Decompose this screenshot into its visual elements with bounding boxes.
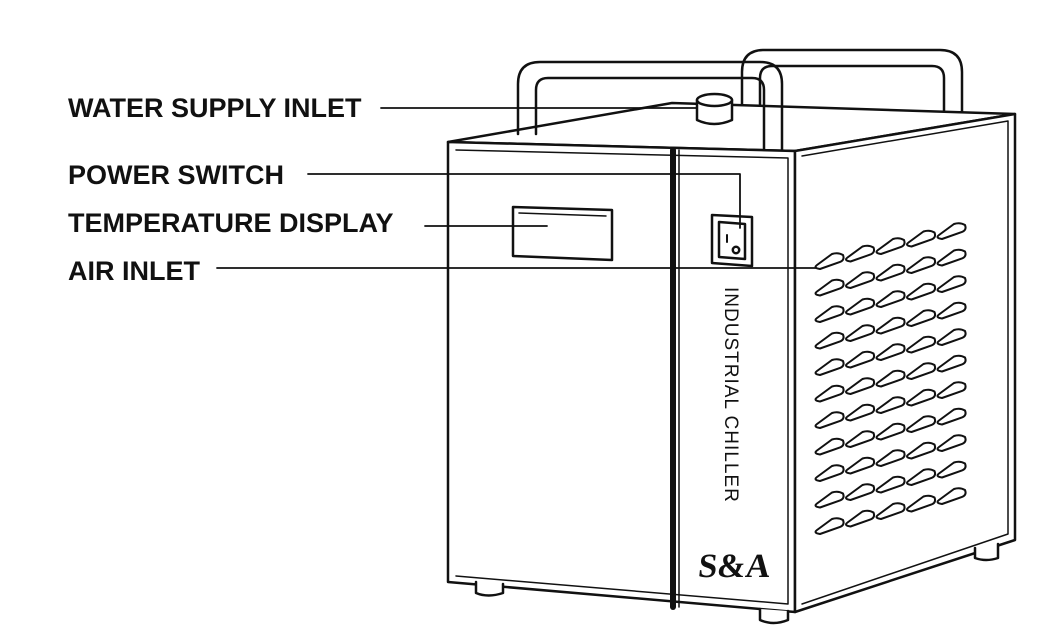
- side-panel-inner: [801, 120, 1009, 605]
- vent-slot: [936, 328, 967, 347]
- vent-slot: [936, 275, 967, 294]
- foot-back-right: [973, 542, 1000, 562]
- vent-slot: [875, 263, 906, 282]
- vent-slot: [875, 396, 906, 415]
- vent-slot: [906, 335, 937, 354]
- vent-slot: [845, 509, 876, 528]
- vent-slot: [875, 343, 906, 362]
- vent-slot: [875, 290, 906, 309]
- foot-front-right: [758, 607, 790, 625]
- vent-slot: [814, 252, 845, 271]
- vent-slot: [875, 369, 906, 388]
- rear-handle-inner: [758, 64, 946, 114]
- vent-slot: [936, 487, 967, 506]
- vent-slot: [875, 316, 906, 335]
- vent-slot: [814, 411, 845, 430]
- side-label-text: INDUSTRIAL CHILLER: [720, 287, 741, 503]
- vent-slot: [875, 422, 906, 441]
- vent-slot: [845, 430, 876, 449]
- vent-slot: [814, 437, 845, 456]
- power-switch: [710, 213, 754, 268]
- vent-slot: [845, 271, 876, 290]
- power-switch-label: POWER SWITCH: [68, 160, 284, 190]
- vent-slot: [814, 278, 845, 297]
- vent-slot: [814, 305, 845, 324]
- vent-slot: [906, 388, 937, 407]
- front-handle: [516, 60, 784, 152]
- vent-slot: [906, 256, 937, 275]
- temperature-display-label: TEMPERATURE DISPLAY: [68, 208, 394, 238]
- vent-slot: [845, 403, 876, 422]
- vent-slot: [875, 237, 906, 256]
- water-supply-inlet-label: WATER SUPPLY INLET: [68, 93, 362, 123]
- rear-handle: [740, 48, 964, 114]
- leader-power: [307, 173, 741, 229]
- vent-slot: [814, 331, 845, 350]
- vent-slot: [845, 483, 876, 502]
- vent-slot: [936, 407, 967, 426]
- vent-slot: [814, 517, 845, 536]
- air-inlet-vents: [814, 222, 967, 536]
- water-inlet-cap: [695, 92, 734, 126]
- vent-slot: [845, 297, 876, 316]
- vent-slot: [906, 282, 937, 301]
- vent-slot: [814, 490, 845, 509]
- vent-slot: [845, 350, 876, 369]
- vent-slot: [875, 475, 906, 494]
- vent-slot: [936, 460, 967, 479]
- vent-slot: [906, 229, 937, 248]
- vent-slot: [936, 381, 967, 400]
- air-inlet-label: AIR INLET: [68, 256, 200, 286]
- vent-slot: [814, 464, 845, 483]
- front-panel-inner: [455, 149, 789, 605]
- vent-slot: [906, 415, 937, 434]
- vent-slot: [845, 456, 876, 475]
- vent-slot: [936, 301, 967, 320]
- vent-slot: [814, 358, 845, 377]
- vent-slot: [845, 244, 876, 263]
- vent-slot: [845, 324, 876, 343]
- vent-slot: [936, 434, 967, 453]
- vent-slot: [936, 248, 967, 267]
- front-handle-inner: [534, 76, 766, 152]
- vent-slot: [906, 362, 937, 381]
- vent-slot: [906, 494, 937, 513]
- vent-slot: [906, 468, 937, 487]
- foot-front-left: [474, 580, 505, 597]
- vent-slot: [845, 377, 876, 396]
- vent-slot: [906, 441, 937, 460]
- vent-slot: [875, 449, 906, 468]
- brand-logo: S&A: [697, 548, 773, 585]
- vent-slot: [936, 222, 967, 241]
- vent-slot: [906, 309, 937, 328]
- temperature-display-screen: [511, 205, 614, 262]
- vent-slot: [875, 502, 906, 521]
- chiller-front-face: [446, 140, 797, 614]
- vent-slot: [936, 354, 967, 373]
- vent-slot: [814, 384, 845, 403]
